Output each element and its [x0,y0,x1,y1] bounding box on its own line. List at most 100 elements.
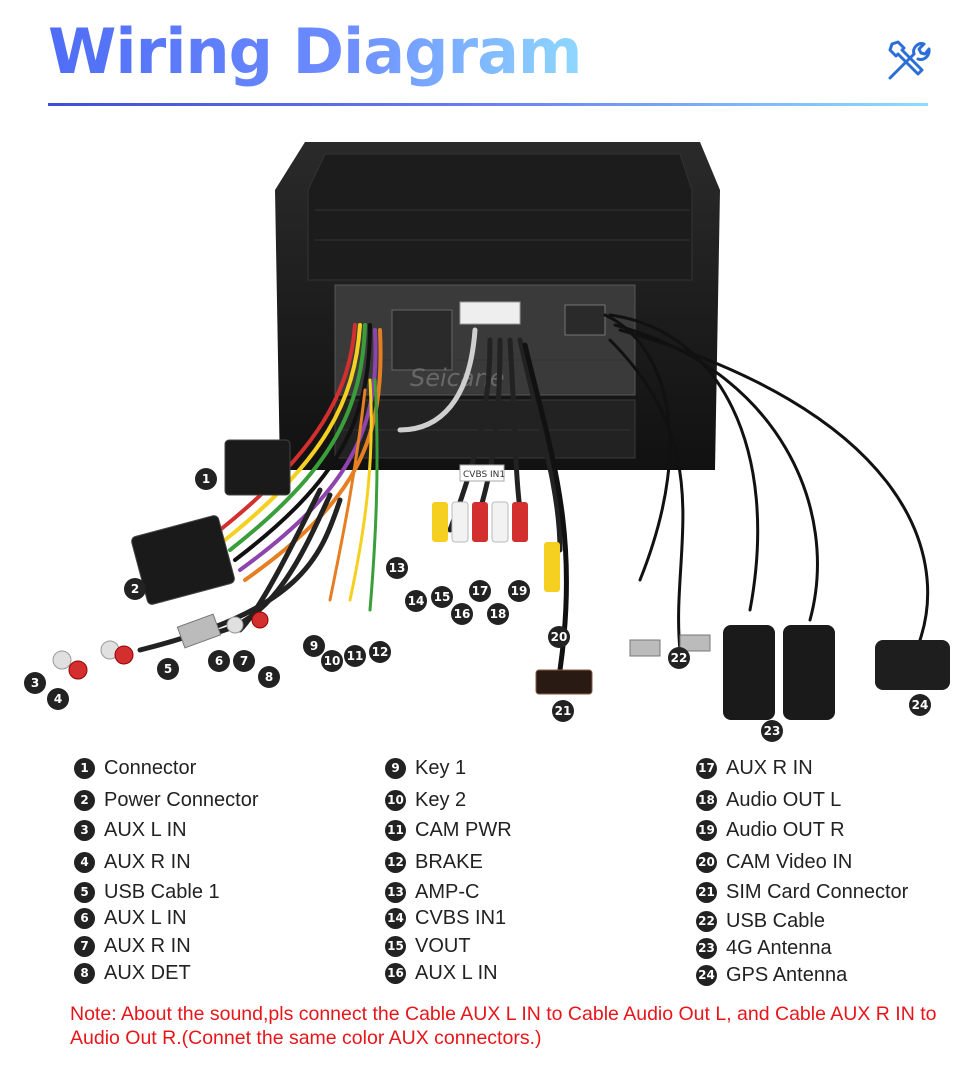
svg-text:2: 2 [131,582,139,596]
legend-label: AUX L IN [415,961,498,984]
legend-number: 23 [696,937,717,959]
legend-label: VOUT [415,934,471,957]
legend-label: Key 1 [415,756,467,779]
legend-item: 18 Audio OUT L [696,787,841,813]
svg-text:8: 8 [265,670,273,684]
connector-label: CVBS IN1 [463,470,505,480]
svg-text:7: 7 [240,654,248,668]
legend-number: 4 [74,851,95,873]
callout-17: 17 [469,580,491,602]
legend-label: Key 2 [415,788,467,811]
legend-number: 7 [74,935,95,957]
svg-text:4: 4 [54,692,62,706]
callout-1: 1 [195,468,217,490]
legend-number: 24 [696,964,717,986]
callout-12: 12 [369,641,391,663]
legend-number: 6 [74,907,95,929]
svg-text:23: 23 [764,724,781,738]
legend-label: CVBS IN1 [415,906,507,929]
callout-markers: 1 2 3 4 5 6 7 8 9 10 11 12 13 14 15 16 1… [24,468,931,742]
svg-text:1: 1 [202,472,210,486]
svg-text:22: 22 [671,651,688,665]
callout-6: 6 [208,650,230,672]
svg-text:13: 13 [389,561,406,575]
legend-item: 14 CVBS IN1 [385,905,506,931]
legend-number: 5 [74,881,95,903]
legend-item: 3 AUX L IN [74,817,187,843]
callout-9: 9 [303,635,325,657]
callout-3: 3 [24,672,46,694]
svg-text:16: 16 [454,607,471,621]
legend-number: 11 [385,819,406,841]
svg-text:15: 15 [434,590,451,604]
legend-item: 8 AUX DET [74,960,191,986]
legend-label: AUX L IN [104,818,187,841]
svg-text:5: 5 [164,662,172,676]
tools-icon [888,40,931,80]
legend-label: Power Connector [104,788,259,811]
legend-label: AUX DET [104,961,191,984]
note-text: Note: About the sound,pls connect the Ca… [70,1003,937,1049]
svg-text:24: 24 [912,698,929,712]
callout-16: 16 [451,603,473,625]
wiring-harness [137,313,930,673]
svg-text:19: 19 [511,584,528,598]
legend-label: AMP-C [415,880,480,903]
legend-label: CAM PWR [415,818,512,841]
legend-label: Connector [104,756,197,779]
page-title: Wiring Diagram [48,12,583,92]
connectors: CVBS IN1 [52,439,950,720]
callout-8: 8 [258,666,280,688]
callout-14: 14 [405,590,427,612]
callout-10: 10 [321,650,343,672]
legend-label: CAM Video IN [726,850,853,873]
legend-number: 8 [74,962,95,984]
legend-item: 15 VOUT [385,933,471,959]
legend-label: AUX L IN [104,906,187,929]
legend-number: 19 [696,819,717,841]
callout-22: 22 [668,647,690,669]
legend-item: 20 CAM Video IN [696,849,852,875]
callout-4: 4 [47,688,69,710]
legend-number: 12 [385,851,406,873]
callout-7: 7 [233,650,255,672]
legend-number: 3 [74,819,95,841]
legend-number: 10 [385,789,406,811]
legend-number: 20 [696,851,717,873]
callout-11: 11 [344,645,366,667]
callout-2: 2 [124,578,146,600]
legend-item: 11 CAM PWR [385,817,512,843]
svg-text:14: 14 [408,594,425,608]
legend-label: Audio OUT L [726,788,842,811]
legend-number: 14 [385,907,406,929]
svg-text:10: 10 [324,654,341,668]
radio-unit-rear [275,142,720,470]
callout-15: 15 [431,586,453,608]
title-rule [48,103,928,106]
legend-number: 15 [385,935,406,957]
legend-number: 1 [74,757,95,779]
legend-label: Audio OUT R [726,818,845,841]
callout-24: 24 [909,694,931,716]
svg-text:17: 17 [472,584,489,598]
legend-item: 10 Key 2 [385,787,466,813]
legend-item: 7 AUX R IN [74,933,191,959]
legend-item: 1 Connector [74,755,196,781]
legend-label: AUX R IN [104,934,191,957]
svg-text:12: 12 [372,645,389,659]
legend-label: AUX R IN [726,756,813,779]
legend-number: 21 [696,881,717,903]
legend-number: 18 [696,789,717,811]
callout-19: 19 [508,580,530,602]
